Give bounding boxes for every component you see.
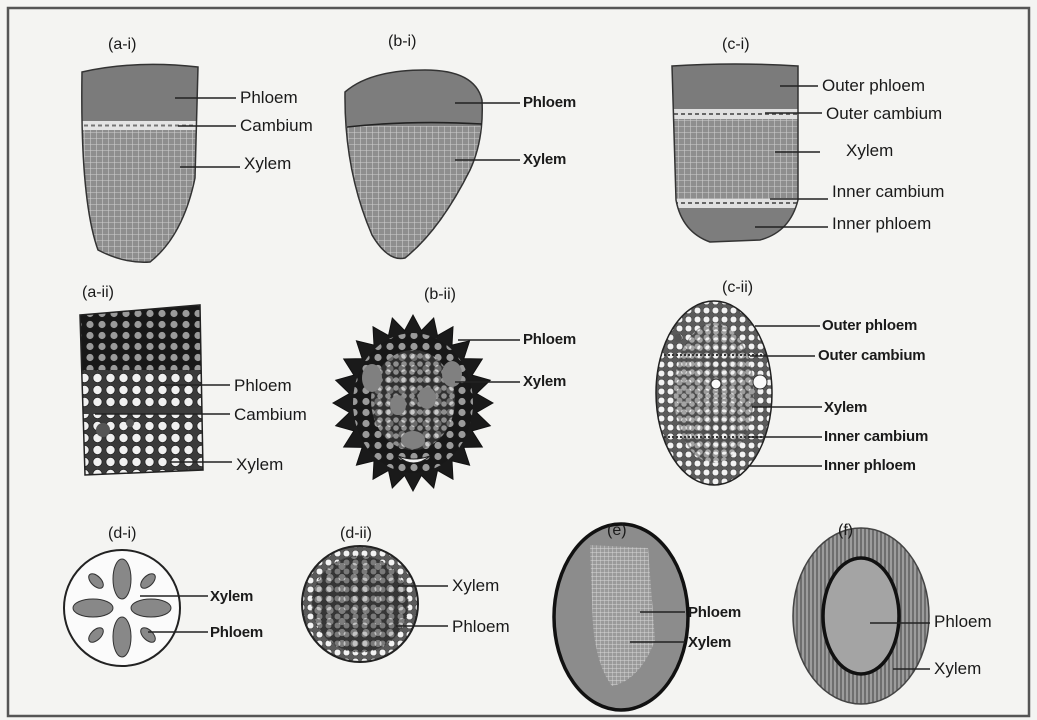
panel-tag-d-i: (d-i) (108, 526, 136, 542)
panel-tag-b-i: (b-i) (388, 34, 416, 50)
label-c-i-outer-phloem: Outer phloem (822, 77, 925, 94)
label-a-ii-cambium: Cambium (234, 406, 307, 423)
panel-d-i-diagram (64, 550, 208, 666)
panel-tag-a-i: (a-i) (108, 37, 136, 53)
label-f-xylem: Xylem (934, 660, 981, 677)
label-c-ii-outer-phloem: Outer phloem (822, 318, 917, 333)
label-c-ii-outer-cambium: Outer cambium (818, 348, 925, 363)
panel-tag-d-ii: (d-ii) (340, 526, 372, 542)
label-e-xylem: Xylem (688, 635, 731, 650)
panel-e-diagram (554, 524, 688, 710)
label-c-i-inner-cambium: Inner cambium (832, 183, 944, 200)
label-a-ii-xylem: Xylem (236, 456, 283, 473)
panel-a-i-diagram (70, 55, 240, 275)
label-c-ii-inner-cambium: Inner cambium (824, 429, 928, 444)
panel-tag-e: (e) (607, 523, 627, 539)
label-d-ii-phloem: Phloem (452, 618, 510, 635)
label-c-ii-xylem: Xylem (824, 400, 867, 415)
panel-tag-a-ii: (a-ii) (82, 285, 114, 301)
label-a-i-xylem: Xylem (244, 155, 291, 172)
panel-d-ii-diagram (302, 546, 448, 662)
panel-f-diagram (793, 528, 930, 704)
panel-c-ii-diagram (650, 295, 822, 495)
label-a-i-cambium: Cambium (240, 117, 313, 134)
panel-a-ii-diagram (75, 300, 232, 479)
label-a-i-phloem: Phloem (240, 89, 298, 106)
label-d-i-xylem: Xylem (210, 589, 253, 604)
panel-c-i-diagram (660, 55, 828, 248)
label-d-ii-xylem: Xylem (452, 577, 499, 594)
label-a-ii-phloem: Phloem (234, 377, 292, 394)
label-e-phloem: Phloem (688, 605, 741, 620)
label-b-i-phloem: Phloem (523, 95, 576, 110)
label-c-i-outer-cambium: Outer cambium (826, 105, 942, 122)
panel-tag-c-ii: (c-ii) (722, 280, 753, 296)
label-c-i-inner-phloem: Inner phloem (832, 215, 931, 232)
panel-tag-f: (f) (838, 523, 853, 539)
label-d-i-phloem: Phloem (210, 625, 263, 640)
panel-tag-c-i: (c-i) (722, 37, 750, 53)
label-b-ii-xylem: Xylem (523, 374, 566, 389)
panel-tag-b-ii: (b-ii) (424, 287, 456, 303)
label-b-i-xylem: Xylem (523, 152, 566, 167)
label-c-ii-inner-phloem: Inner phloem (824, 458, 916, 473)
panel-b-ii-diagram (333, 315, 520, 491)
label-c-i-xylem: Xylem (846, 142, 893, 159)
panel-b-i-diagram (340, 60, 520, 266)
label-b-ii-phloem: Phloem (523, 332, 576, 347)
label-f-phloem: Phloem (934, 613, 992, 630)
